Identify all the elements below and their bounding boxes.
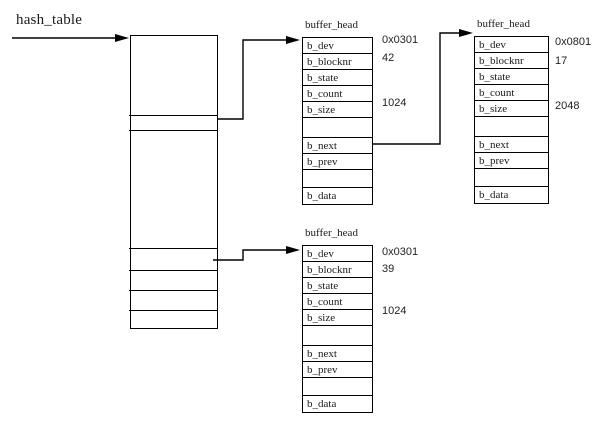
field-b_dev: b_dev <box>303 38 372 54</box>
field-b_data: b_data <box>307 190 337 202</box>
slot2-to-bh3-arrowhead-icon <box>286 246 300 254</box>
field-b_next: b_next <box>303 138 372 154</box>
field-b_count: b_count <box>303 294 372 310</box>
field-b_prev: b_prev <box>303 362 372 378</box>
hash-slot-divider <box>129 248 217 249</box>
value-b_blocknr-2: 17 <box>555 55 568 67</box>
field-b_prev: b_prev <box>475 153 548 169</box>
field-b_blocknr: b_blocknr <box>303 262 372 278</box>
field-b_size: b_size <box>303 102 372 118</box>
slot1-to-bh1-line <box>218 39 286 120</box>
hash-slot-divider <box>129 130 217 131</box>
field-b_data: b_data <box>307 398 337 410</box>
field-spacer <box>475 117 548 137</box>
slot1-to-bh1-arrowhead-icon <box>286 36 300 44</box>
buffer-head-2-struct: b_dev b_blocknr b_state b_count b_size b… <box>474 36 549 204</box>
value-b_size-3: 1024 <box>382 305 407 317</box>
field-b_dev: b_dev <box>303 246 372 262</box>
field-b_prev: b_prev <box>303 154 372 170</box>
buffer-head-3-title: buffer_head <box>305 227 358 239</box>
hash-slot-divider <box>129 290 217 291</box>
buffer-head-3: buffer_head b_dev b_blocknr b_state b_co… <box>302 227 373 413</box>
buffer-head-1-struct: b_dev b_blocknr b_state b_count b_size b… <box>302 37 373 205</box>
value-b_blocknr-1: 42 <box>382 52 395 64</box>
hash-table-pointer-arrowhead-icon <box>115 34 129 42</box>
field-spacer <box>303 326 372 346</box>
bh1-bnext-to-bh2-arrowhead-icon <box>459 29 473 37</box>
field-b_next: b_next <box>475 137 548 153</box>
slot2-to-bh3-line <box>213 249 286 261</box>
field-b_count: b_count <box>303 86 372 102</box>
field-b_size: b_size <box>475 101 548 117</box>
field-spacer <box>475 169 548 187</box>
field-b_blocknr: b_blocknr <box>475 53 548 69</box>
field-b_count: b_count <box>475 85 548 101</box>
value-b_dev-3: 0x0301 <box>382 246 419 258</box>
hash-slot-divider <box>129 270 217 271</box>
value-b_size-2: 2048 <box>555 100 580 112</box>
field-b_blocknr: b_blocknr <box>303 54 372 70</box>
field-spacer <box>303 170 372 188</box>
buffer-head-1: buffer_head b_dev b_blocknr b_state b_co… <box>302 19 373 205</box>
hash-table-array <box>129 35 218 329</box>
field-b_state: b_state <box>475 69 548 85</box>
field-b_data: b_data <box>479 189 509 201</box>
hash-slot-divider <box>129 310 217 311</box>
buffer-head-1-title: buffer_head <box>305 19 358 31</box>
buffer-head-2: buffer_head b_dev b_blocknr b_state b_co… <box>474 18 549 204</box>
buffer-head-3-struct: b_dev b_blocknr b_state b_count b_size b… <box>302 245 373 413</box>
field-b_state: b_state <box>303 278 372 294</box>
field-spacer <box>303 378 372 396</box>
bh1-bnext-to-bh2-line <box>372 32 459 145</box>
field-b_size: b_size <box>303 310 372 326</box>
value-b_size-1: 1024 <box>382 97 407 109</box>
buffer-head-2-title: buffer_head <box>477 18 530 30</box>
field-b_dev: b_dev <box>475 37 548 53</box>
hash-table-label: hash_table <box>16 12 83 28</box>
field-spacer <box>303 118 372 138</box>
field-b_next: b_next <box>303 346 372 362</box>
hash-slot-divider <box>129 115 217 116</box>
field-b_state: b_state <box>303 70 372 86</box>
value-b_dev-1: 0x0301 <box>382 34 419 46</box>
value-b_blocknr-3: 39 <box>382 263 395 275</box>
value-b_dev-2: 0x0801 <box>555 36 592 48</box>
